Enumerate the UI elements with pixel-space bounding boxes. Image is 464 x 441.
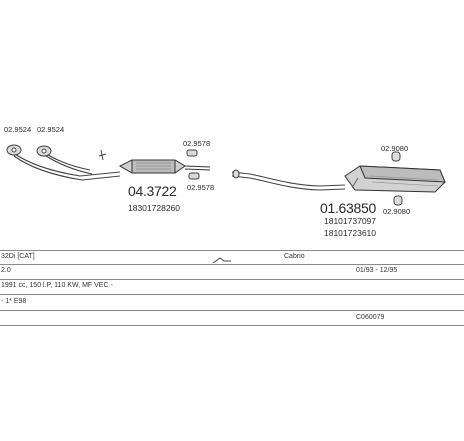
gasket-left-2-shape [36,145,52,157]
hanger-upper-label: 02.9080 [381,144,408,153]
catalytic-converter [118,159,211,174]
rear-muffler-oe1-label: 18101737097 [324,216,376,226]
table-rule-2 [0,264,464,265]
rear-muffler-label: 01.63850 [320,200,377,216]
chassis-text: - 1* E98 [1,298,27,305]
front-sensor-stud [98,149,107,161]
table-rule-3 [0,279,464,280]
gasket-left-1-label: 02.9524 [4,125,31,134]
pipe-symbol-icon [212,257,231,264]
gasket-left-2-label: 02.9524 [37,125,64,134]
mid-pipe [231,169,346,191]
catalyst-label: 04.3722 [128,183,177,199]
body-type-text: Cabrio [284,253,305,260]
table-rule-6 [0,325,464,326]
clamp-upper-shape [186,149,198,157]
clamp-upper-label: 02.9578 [183,139,210,148]
gasket-left-1-shape [6,144,22,156]
model-text: 32Di [CAT] [1,253,35,260]
rear-muffler-oe2-label: 18101723610 [324,228,376,238]
table-rule-4 [0,294,464,295]
engine-text: 2.0 [1,267,11,274]
table-rule-1 [0,250,464,251]
catalyst-oe-label: 18301728260 [128,203,180,213]
hanger-upper-shape [391,151,401,162]
date-range-text: 01/93 - 12/95 [356,267,398,274]
hanger-lower-label: 02.9080 [383,207,410,216]
engine-specs-text: 1991 cc, 150 l.P, 110 KW, MF VEC - [1,282,113,289]
table-rule-5 [0,310,464,311]
clamp-lower-label: 02.9578 [187,183,214,192]
set-code-text: C060079 [356,314,385,321]
hanger-lower-shape [393,195,403,206]
rear-muffler [344,165,446,193]
exhaust-system-diagram: 02.9524 02.9524 04.3722 18301728260 02.9… [4,125,446,238]
clamp-lower-shape [188,172,200,180]
